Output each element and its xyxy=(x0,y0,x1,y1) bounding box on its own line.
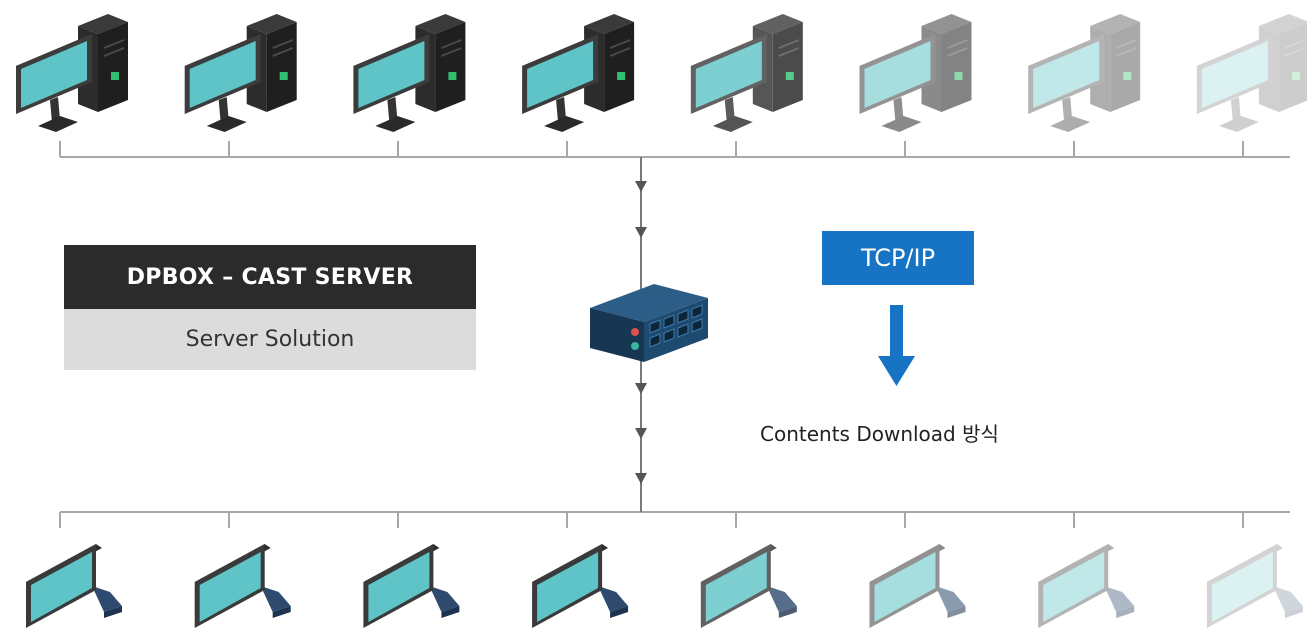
down-arrow-icon xyxy=(635,181,647,192)
desktop-pc-icon xyxy=(859,14,972,132)
display-panel-icon xyxy=(194,544,291,628)
desktop-pc-icon xyxy=(16,14,128,132)
desktop-pc-icon xyxy=(522,14,635,132)
download-method-label: Contents Download 방식 xyxy=(760,422,999,446)
desktop-pc-icon xyxy=(184,14,297,132)
display-panel-icon xyxy=(1038,544,1135,628)
display-panel-icon xyxy=(363,544,460,628)
desktop-pc-icon xyxy=(1196,14,1307,132)
display-panel-icon xyxy=(869,544,966,628)
server-subtitle: Server Solution xyxy=(64,309,476,370)
down-arrow-icon xyxy=(635,428,647,439)
bottom-display-row xyxy=(26,544,1303,628)
display-panel-icon xyxy=(1206,544,1303,628)
protocol-badge: TCP/IP xyxy=(822,231,974,285)
desktop-pc-icon xyxy=(353,14,466,132)
network-switch-icon xyxy=(590,284,708,362)
server-solution-box: DPBOX – CAST SERVER Server Solution xyxy=(64,245,476,370)
down-arrow-icon xyxy=(635,227,647,238)
display-panel-icon xyxy=(532,544,629,628)
display-panel-icon xyxy=(700,544,797,628)
down-arrow-icon xyxy=(635,473,647,484)
desktop-pc-icon xyxy=(1028,14,1141,132)
top-pc-row xyxy=(16,14,1307,132)
down-arrow-icon xyxy=(878,305,915,386)
server-title: DPBOX – CAST SERVER xyxy=(64,245,476,309)
desktop-pc-icon xyxy=(690,14,803,132)
display-panel-icon xyxy=(26,544,122,628)
top-bus xyxy=(59,141,1290,158)
bottom-bus xyxy=(59,511,1290,528)
down-arrow-icon xyxy=(635,383,647,394)
